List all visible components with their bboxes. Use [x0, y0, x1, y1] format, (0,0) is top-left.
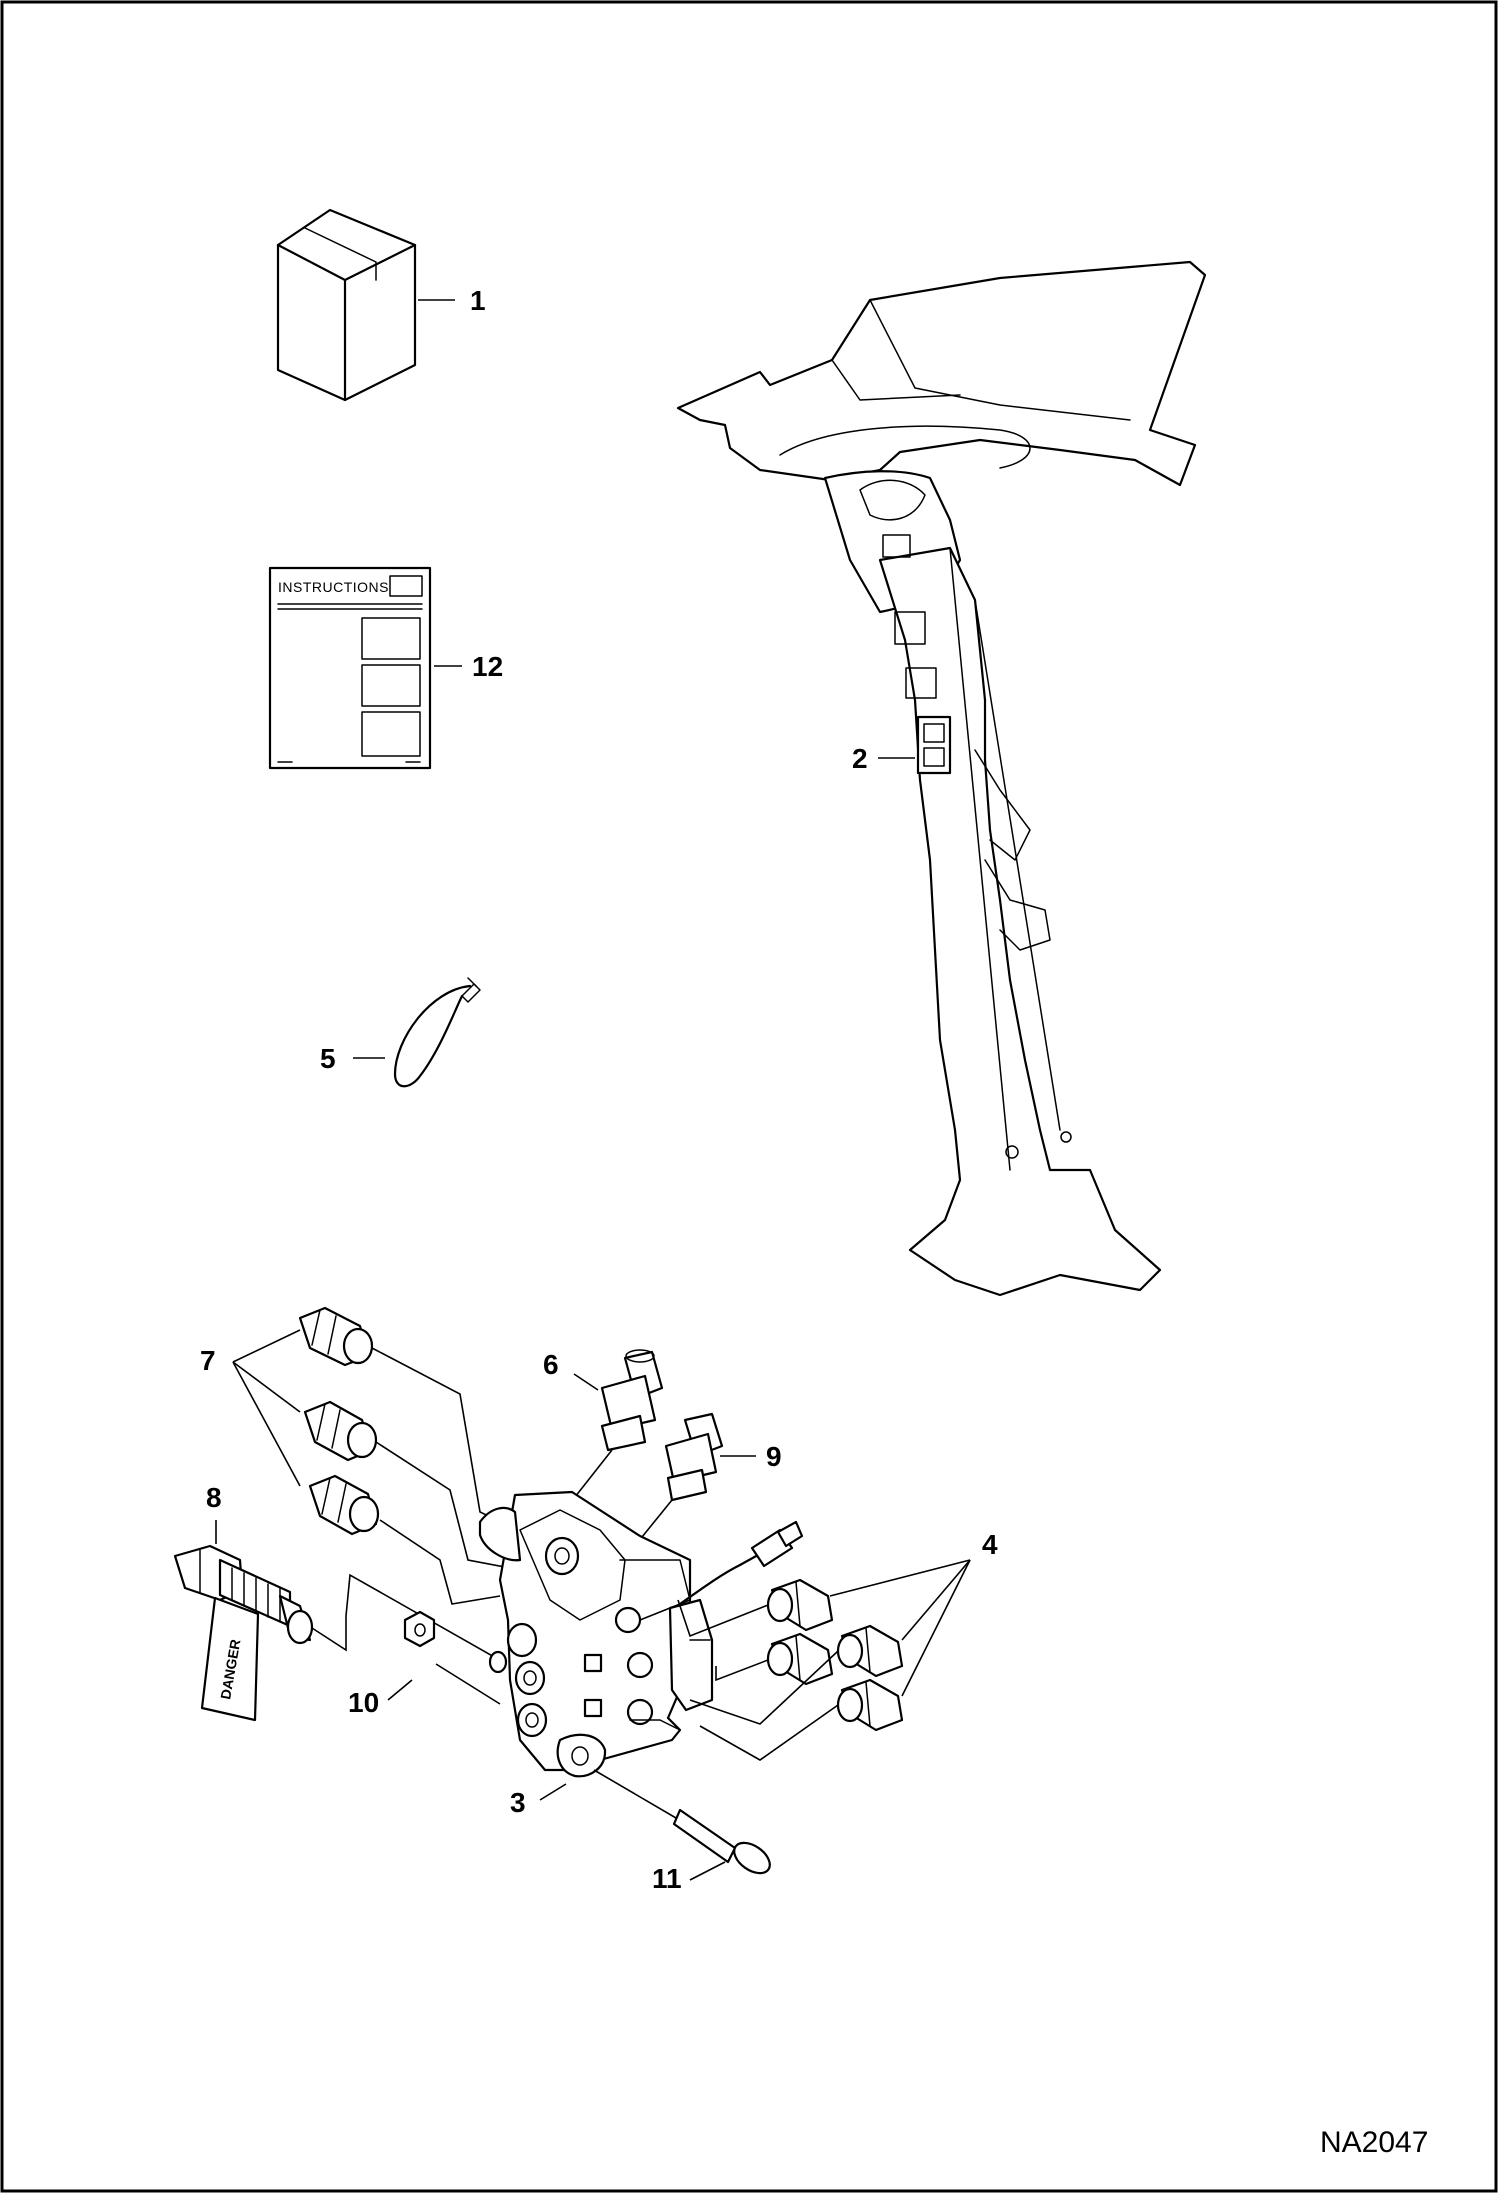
callout-12: 12 — [472, 651, 503, 682]
item-4-fittings: 4 — [677, 1529, 998, 1761]
callout-2: 2 — [852, 743, 868, 774]
callout-3: 3 — [510, 1787, 526, 1818]
item-9-fitting: 9 — [611, 1412, 782, 1575]
callout-8: 8 — [206, 1482, 222, 1513]
callout-6: 6 — [543, 1349, 559, 1380]
item-11-bolt: 11 — [593, 1769, 771, 1894]
callout-11: 11 — [652, 1863, 682, 1894]
callout-9: 9 — [766, 1441, 782, 1472]
item-7-fittings: 7 — [200, 1306, 523, 1605]
callout-10: 10 — [348, 1687, 379, 1718]
item-10-nut: 10 — [348, 1610, 501, 1718]
fitting-4d — [836, 1678, 904, 1732]
item-12-instructions: INSTRUCTIONS 12 — [268, 566, 503, 770]
callout-1: 1 — [470, 285, 486, 316]
fitting-4b — [766, 1632, 834, 1686]
switch-item-2 — [916, 715, 952, 775]
item-6-fitting: 6 — [543, 1349, 664, 1517]
instructions-title: INSTRUCTIONS — [278, 579, 389, 595]
fitting-7b — [303, 1400, 378, 1462]
callout-5: 5 — [320, 1043, 336, 1074]
fitting-7a — [298, 1306, 374, 1367]
item-8-fitting-with-tag: DANGER 8 — [173, 1482, 497, 1722]
item-2-control-handle: 2 — [676, 260, 1207, 1297]
item-5-cable-tie: 5 — [320, 977, 481, 1088]
fitting-7c — [308, 1474, 380, 1536]
item-3-valve: 3 — [478, 1490, 804, 1818]
fitting-4c — [836, 1624, 904, 1678]
callout-7: 7 — [200, 1345, 216, 1376]
item-1-box: 1 — [276, 208, 486, 402]
drawing-id: NA2047 — [1320, 2126, 1428, 2159]
fitting-4a — [766, 1578, 834, 1632]
callout-4: 4 — [982, 1529, 998, 1560]
